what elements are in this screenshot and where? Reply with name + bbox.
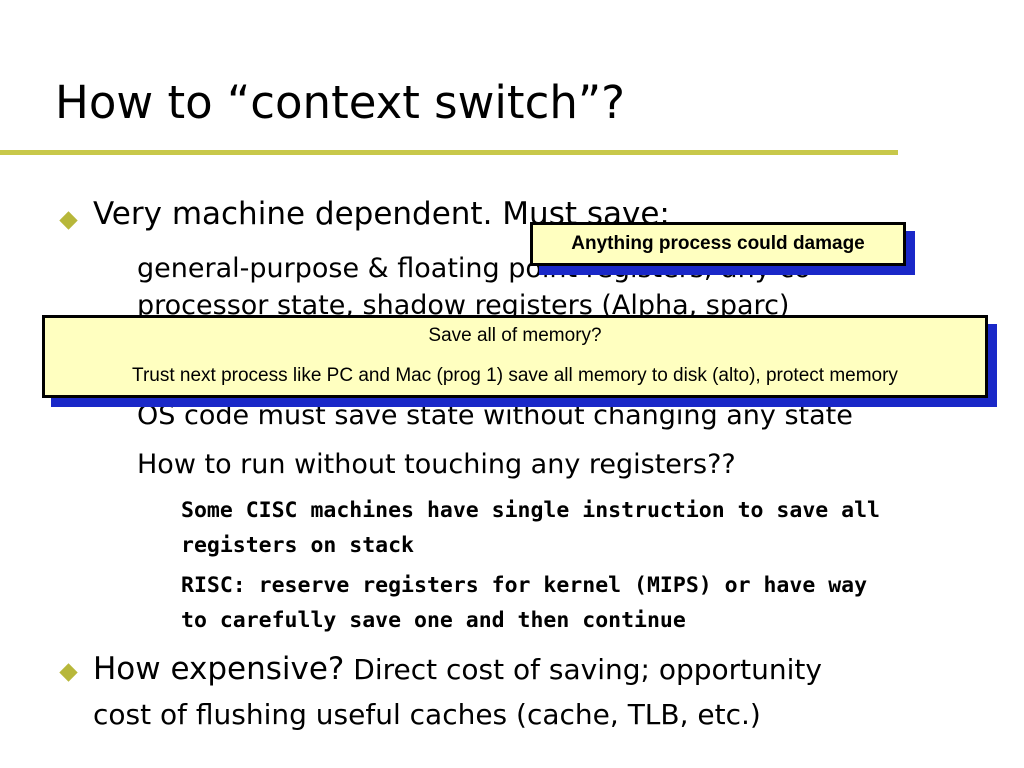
- bullet-2-lead: How expensive?: [93, 651, 345, 687]
- bullet-diamond-icon: [59, 663, 78, 682]
- callout-anything-process-could-damage: Anything process could damage: [530, 222, 906, 266]
- title-underline: [0, 150, 898, 155]
- sub-sub-bullet-line: to carefully save one and then continue: [181, 608, 686, 633]
- bullet-2-text: How expensive? Direct cost of saving; op…: [93, 651, 822, 688]
- callout-save-all-memory: Save all of memory? Trust next process l…: [42, 315, 988, 398]
- sub-bullet-line: How to run without touching any register…: [137, 449, 736, 480]
- callout-line-2: Trust next process like PC and Mac (prog…: [132, 365, 898, 386]
- bullet-diamond-icon: [59, 211, 78, 230]
- sub-sub-bullet-line: RISC: reserve registers for kernel (MIPS…: [181, 573, 868, 598]
- sub-sub-bullet-line: registers on stack: [181, 533, 414, 558]
- bullet-2-body: Direct cost of saving; opportunity: [344, 653, 822, 686]
- bullet-2-continuation: cost of flushing useful caches (cache, T…: [93, 698, 761, 731]
- callout-line-1: Save all of memory?: [428, 325, 602, 346]
- slide-title: How to “context switch”?: [55, 76, 626, 129]
- sub-sub-bullet-line: Some CISC machines have single instructi…: [181, 498, 880, 523]
- sub-bullet-line: OS code must save state without changing…: [137, 400, 853, 431]
